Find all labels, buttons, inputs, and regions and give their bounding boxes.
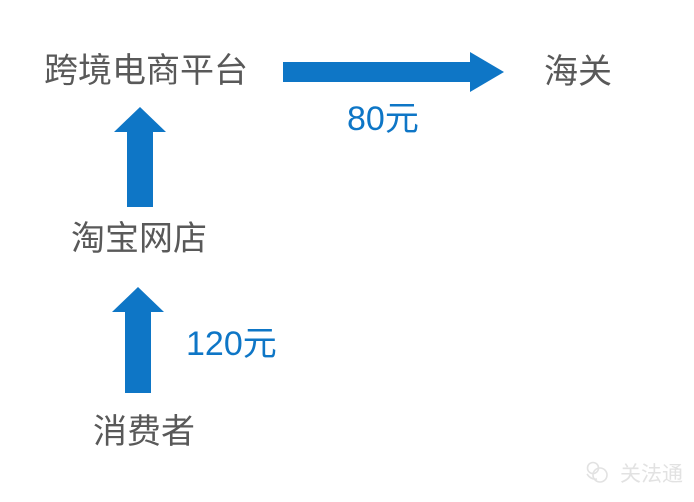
arrow-right-platform-to-customs-icon xyxy=(283,52,504,92)
watermark: 关法通 xyxy=(584,458,683,488)
arrow-shaft xyxy=(283,62,470,82)
arrow-up-taobao-to-platform-icon xyxy=(114,107,166,207)
arrow-shaft xyxy=(127,132,153,207)
node-taobao-shop: 淘宝网店 xyxy=(71,220,207,258)
node-customs: 海关 xyxy=(544,53,612,91)
guanfatong-logo-icon xyxy=(586,461,608,483)
node-consumer: 消费者 xyxy=(93,413,195,451)
arrow-head xyxy=(470,52,504,92)
arrow-up-consumer-to-taobao-icon xyxy=(112,287,164,393)
watermark-text: 关法通 xyxy=(620,463,683,486)
node-cross-border-platform: 跨境电商平台 xyxy=(44,52,248,90)
amount-label-80: 80元 xyxy=(347,100,419,138)
arrow-head xyxy=(112,287,164,312)
arrow-shaft xyxy=(125,312,151,393)
amount-label-120: 120元 xyxy=(186,325,277,363)
arrow-head xyxy=(114,107,166,132)
